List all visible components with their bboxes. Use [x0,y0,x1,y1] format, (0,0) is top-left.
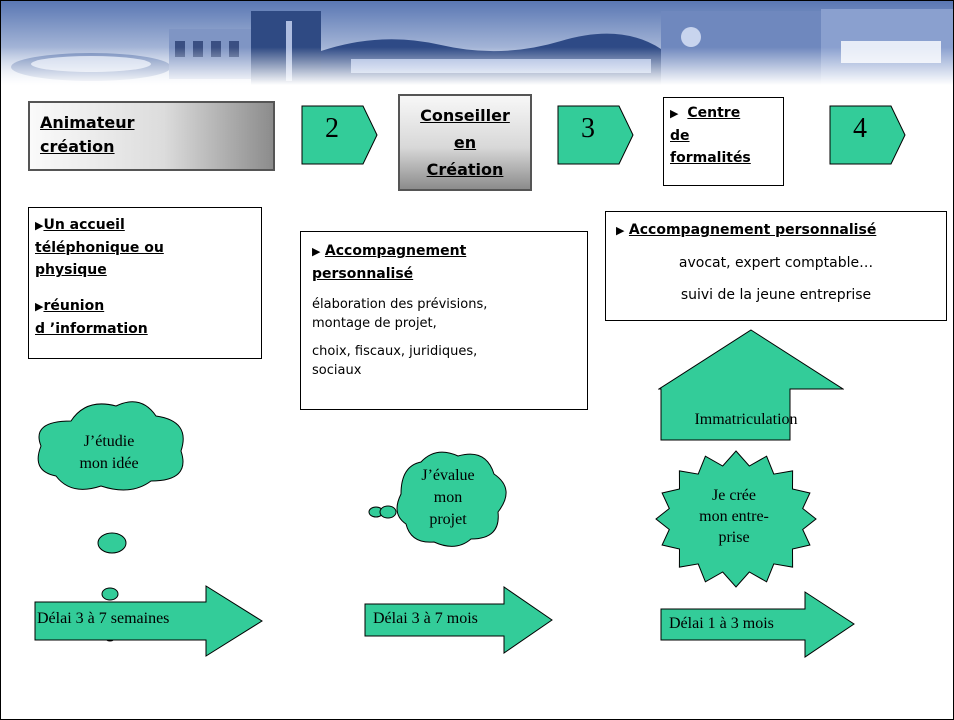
step-4-arrow [829,105,906,165]
cloud-shape-2 [368,451,507,547]
conseiller-creation-box: Conseiller en Création [398,94,532,191]
cloud-1-text: J’étudie mon idée [54,431,164,475]
accueil-box: ▶Un accueil téléphonique ou physique ▶ré… [28,207,262,359]
immatriculation-arrow [658,329,844,441]
star-line-3: prise [718,529,750,546]
centre-line-1: Centre [687,105,741,121]
accompagnement-2-title: Accompagnement personnalisé [628,222,877,238]
reunion-line-2: d ’information [35,321,148,337]
prevision-line-1: élaboration des prévisions, [312,297,488,312]
accompagnement-1-title-2: personnalisé [312,266,414,282]
delai-2-label: Délai 3 à 7 mois [373,610,478,627]
star-text: Je crée mon entre- prise [684,485,784,548]
centre-formalites-box: ▶ Centre de formalités [663,97,784,186]
conseiller-line-1: Conseiller [420,106,510,125]
accompagnement-2-line-2: suivi de la jeune entreprise [680,287,872,303]
choix-line-1: choix, fiscaux, juridiques, [312,344,478,359]
bullet-icon: ▶ [35,300,44,313]
immatriculation-label: Immatriculation [694,411,798,428]
animateur-creation-label: Animateur création [40,113,135,156]
accueil-content: ▶Un accueil téléphonique ou physique ▶ré… [35,214,257,340]
accueil-line-3: physique [35,262,107,278]
bullet-icon: ▶ [670,107,679,120]
step-3-arrow [557,105,634,165]
delai-arrow-2 [364,586,553,654]
step-2-number: 2 [325,113,339,144]
bullet-icon: ▶ [35,219,44,232]
bullet-icon: ▶ [616,224,625,237]
choix-line-2: sociaux [312,363,362,378]
accueil-line-2: téléphonique ou [35,240,164,256]
star-line-2: mon entre- [699,508,769,525]
delai-3-label: Délai 1 à 3 mois [669,615,774,632]
step-2-arrow [301,105,378,165]
cloud-2-line-2: mon [433,489,463,506]
accompagnement-1-title-1: Accompagnement [324,243,467,259]
cloud-1-line-2: mon idée [79,455,139,472]
conseiller-line-2: en [453,133,477,152]
centre-line-2: de [670,128,690,144]
delai-1-label: Délai 3 à 7 semaines [37,610,170,627]
prevision-line-2: montage de projet, [312,316,437,331]
star-burst [655,450,817,588]
centre-line-3: formalités [670,150,751,166]
bullet-icon: ▶ [312,245,321,258]
delai-arrow-1 [34,585,263,657]
cloud-2-text: J’évalue mon projet [403,465,493,531]
accompagnement-box-2: ▶ Accompagnement personnalisé avocat, ex… [605,211,947,321]
accompagnement-1-content: ▶ Accompagnement personnalisé élaboratio… [312,240,584,380]
accompagnement-2-line-1: avocat, expert comptable… [678,255,874,271]
accompagnement-2-content: ▶ Accompagnement personnalisé avocat, ex… [606,219,946,306]
step-4-number: 4 [853,113,867,144]
cloud-2-line-1: J’évalue [421,467,475,484]
cloud-1-line-1: J’étudie [83,433,135,450]
animateur-creation-box: Animateur création [28,101,275,171]
delai-arrow-3 [660,591,855,658]
accueil-line-1: Un accueil [43,217,125,233]
cloud-2-line-3: projet [429,511,467,528]
cloud-shape-1 [37,401,184,491]
centre-formalites-label: ▶ Centre de formalités [670,102,782,169]
star-shape [655,450,817,588]
conseiller-creation-label: Conseiller en Création [400,102,530,183]
step-3-number: 3 [581,113,595,144]
accompagnement-box-1: ▶ Accompagnement personnalisé élaboratio… [300,231,588,410]
header-banner-photo [1,1,953,85]
conseiller-line-3: Création [426,160,504,179]
reunion-line-1: réunion [43,298,105,314]
star-line-1: Je crée [712,487,756,504]
